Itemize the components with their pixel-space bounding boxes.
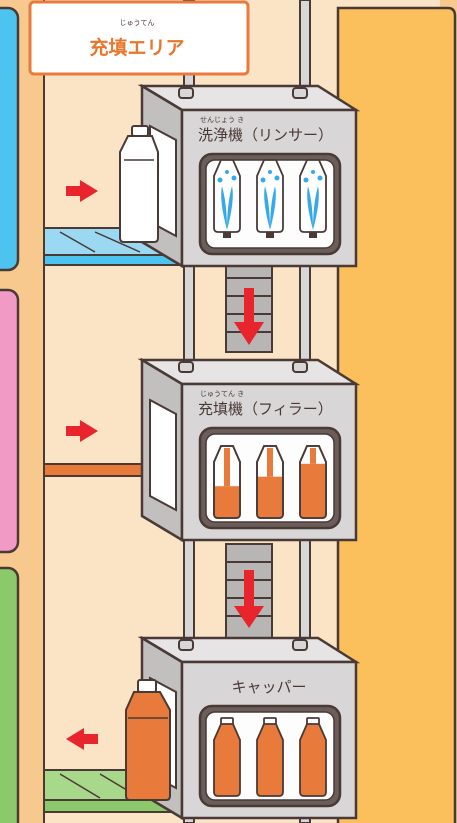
machine-label-ruby: せんじょう き	[200, 116, 244, 124]
flow-down-arrow-1	[234, 288, 264, 345]
machine-bottle	[256, 159, 284, 238]
right-wall	[336, 6, 457, 823]
input-arrow-filler	[66, 420, 98, 442]
machine-bottle	[299, 717, 327, 797]
machine-label: キャッパー	[231, 678, 306, 696]
water-spray	[303, 170, 323, 230]
filled-bottle-outgoing	[125, 679, 171, 801]
output-arrow-capper	[66, 728, 98, 750]
machine-cap: キャッパー	[137, 635, 361, 821]
water-spray	[217, 170, 237, 230]
area-sign-title: 充填エリア	[89, 36, 184, 59]
machine-bottle	[213, 159, 241, 238]
machine-bottle	[256, 445, 284, 519]
side-panel-blue	[0, 6, 20, 272]
area-sign-ruby: じゅうてん	[120, 19, 155, 27]
machine-bottle	[299, 159, 327, 238]
machine-label-ruby: じゅうてん き	[200, 390, 244, 398]
input-arrow-rinser	[66, 180, 98, 202]
side-panel-pink	[0, 288, 20, 554]
area-sign: じゅうてん 充填エリア	[28, 0, 250, 76]
flow-down-arrow-2	[234, 570, 264, 628]
machine-label: 充填機（フィラー）	[198, 400, 333, 418]
machine-bottle	[299, 445, 327, 519]
machine-label: 洗浄機（リンサー）	[198, 126, 333, 144]
machine-bottle	[213, 717, 241, 797]
empty-bottle-incoming	[119, 125, 159, 243]
machine-bottle	[256, 717, 284, 797]
water-spray	[260, 170, 280, 230]
machine-bottle	[213, 445, 241, 519]
side-panel-green	[0, 566, 20, 823]
